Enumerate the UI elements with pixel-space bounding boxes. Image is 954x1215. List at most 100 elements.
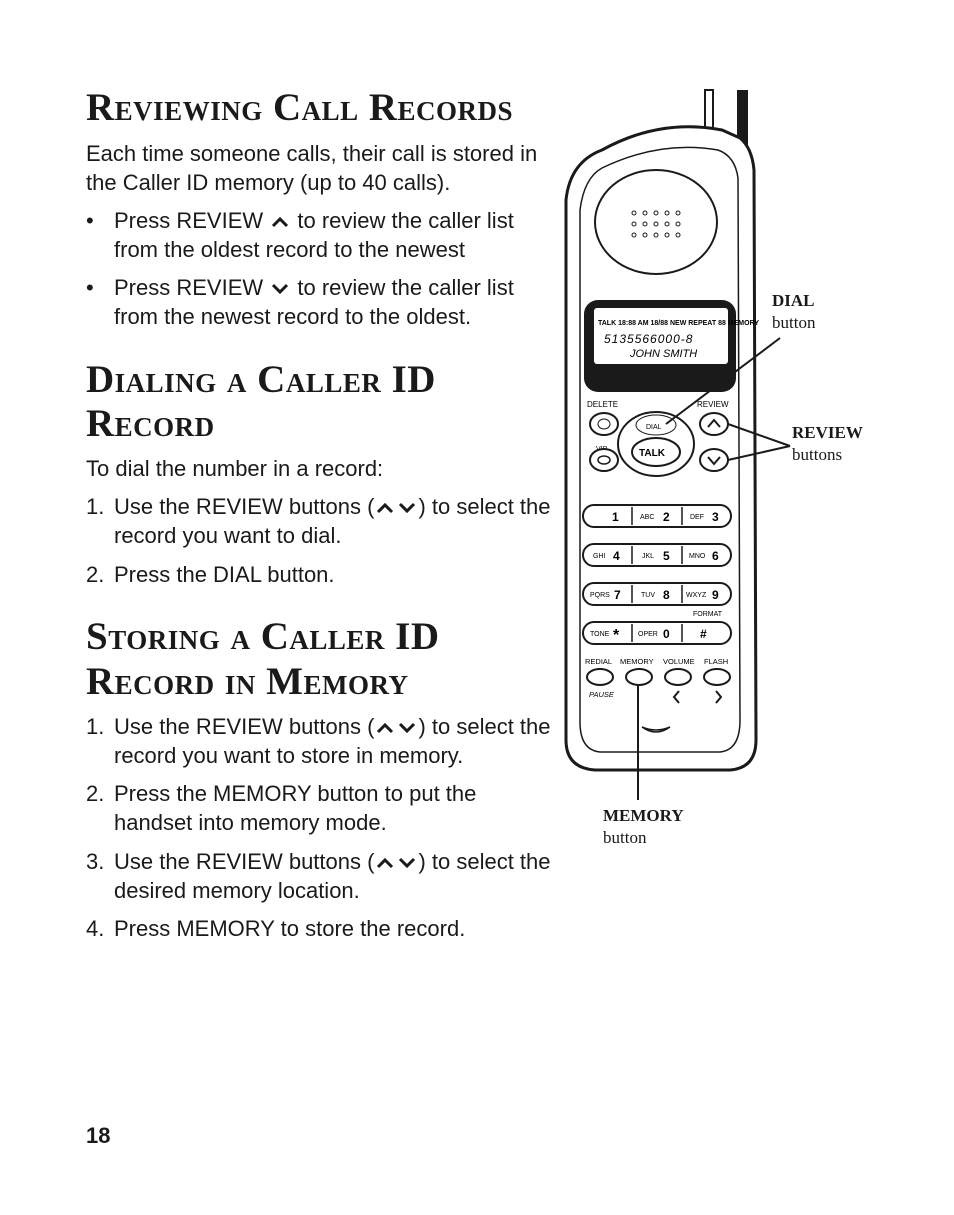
storing-step-2: 2. Press the MEMORY button to put the ha…	[86, 779, 556, 837]
review-down-icon	[272, 284, 289, 295]
review-callout-line-up	[727, 423, 791, 447]
step-number: 3.	[86, 849, 105, 874]
flash-button[interactable]	[703, 668, 731, 686]
dialing-intro: To dial the number in a record:	[86, 456, 384, 481]
key-3-letters: DEF	[690, 514, 704, 521]
store-step-1-text-a: Use the REVIEW buttons (	[114, 714, 375, 739]
review-down-icon	[399, 858, 416, 869]
heading-dialing-line-2: Record	[86, 402, 215, 445]
step-number: 1.	[86, 494, 105, 519]
keypad-row-1	[582, 504, 732, 528]
reviewing-intro: Each time someone calls, their call is s…	[86, 141, 538, 195]
keypad-row-2	[582, 543, 732, 567]
heading-reviewing-call-records: Reviewing Call Records	[86, 86, 514, 129]
bullet-2-text-a: Press REVIEW	[114, 275, 264, 300]
bullet-marker: •	[86, 275, 94, 300]
key-9[interactable]: 9	[712, 588, 719, 602]
step-number: 2.	[86, 562, 105, 587]
volume-button[interactable]	[664, 668, 692, 686]
review-callout-sub: buttons	[792, 445, 843, 464]
talk-button[interactable]	[631, 437, 681, 467]
heading-storing-line-2: Record in Memory	[86, 660, 409, 703]
key-8-letters: TUV	[641, 592, 655, 599]
bullet-1-text-a: Press REVIEW	[114, 208, 264, 233]
bullet-2-text-b: to review the caller list from the newes…	[114, 275, 514, 329]
dial-callout-title: DIAL	[772, 291, 815, 310]
memory-button[interactable]	[625, 668, 653, 686]
key-tone-label: TONE	[590, 631, 610, 638]
earpiece-holes	[631, 210, 681, 238]
dial-step-2-text: Press the DIAL button.	[114, 562, 335, 587]
dial-callout-sub: button	[772, 313, 816, 332]
memory-callout-title: MEMORY	[603, 806, 684, 825]
review-callout: REVIEW buttons	[792, 422, 863, 466]
chevron-right-icon	[715, 690, 723, 704]
key-4[interactable]: 4	[613, 549, 620, 563]
key-3[interactable]: 3	[712, 510, 719, 524]
key-5-letters: JKL	[642, 553, 654, 560]
key-2[interactable]: 2	[663, 510, 670, 524]
redial-button[interactable]	[586, 668, 614, 686]
heading-storing-line-1: Storing a Caller ID	[86, 615, 440, 658]
store-step-1-text-b: ) to select the record you want to store…	[114, 714, 551, 768]
delete-button[interactable]	[589, 412, 619, 436]
key-0[interactable]: 0	[663, 627, 670, 641]
key-6-letters: MNO	[689, 553, 706, 560]
store-step-3-text-a: Use the REVIEW buttons (	[114, 849, 375, 874]
reviewing-bullet-2: • Press REVIEW to review the caller list…	[86, 273, 556, 331]
delete-icon	[597, 418, 611, 430]
store-step-4-text: Press MEMORY to store the record.	[114, 916, 466, 941]
keypad-row-3	[582, 582, 732, 606]
dial-step-1-text-a: Use the REVIEW buttons (	[114, 494, 375, 519]
key-4-letters: GHI	[593, 553, 606, 560]
vip-button[interactable]	[589, 448, 619, 472]
talk-button-label: TALK	[639, 448, 666, 459]
review-down-icon	[399, 503, 416, 514]
lcd-status-line: TALK 18:88 AM 18/88 NEW REPEAT 88 MEMORY	[598, 320, 759, 327]
key-1[interactable]: 1	[612, 510, 619, 524]
cordless-phone-illustration: TALK 18:88 AM 18/88 NEW REPEAT 88 MEMORY…	[564, 89, 791, 775]
review-callout-title: REVIEW	[792, 423, 863, 442]
key-7-letters: PQRS	[590, 592, 610, 599]
review-down-button[interactable]	[699, 448, 729, 472]
chevron-up-icon	[707, 418, 721, 428]
reviewing-bullet-1: • Press REVIEW to review the caller list…	[86, 206, 556, 264]
key-8[interactable]: 8	[663, 588, 670, 602]
review-up-icon	[377, 723, 394, 734]
review-up-icon	[272, 217, 289, 228]
phone-inner-outline	[579, 146, 741, 753]
storing-step-1: 1. Use the REVIEW buttons () to select t…	[86, 712, 556, 770]
heading-dialing-line-1: Dialing a Caller ID	[86, 358, 436, 401]
key-6[interactable]: 6	[712, 549, 719, 563]
storing-step-3: 3. Use the REVIEW buttons () to select t…	[86, 847, 556, 905]
memory-callout-line-ext	[637, 770, 639, 800]
vip-icon	[597, 455, 611, 465]
redial-label: REDIAL	[585, 657, 612, 666]
lcd-number: 5135566000-8	[604, 332, 693, 346]
key-hash[interactable]: #	[700, 627, 707, 641]
key-star[interactable]: *	[613, 627, 620, 644]
lcd-name: JOHN SMITH	[629, 348, 697, 360]
flash-label: FLASH	[704, 657, 728, 666]
storing-step-4: 4. Press MEMORY to store the record.	[86, 914, 556, 943]
review-up-button[interactable]	[699, 412, 729, 436]
pause-label: PAUSE	[589, 690, 615, 699]
bullet-marker: •	[86, 208, 94, 233]
dialing-step-1: 1. Use the REVIEW buttons () to select t…	[86, 492, 556, 550]
volume-label: VOLUME	[663, 657, 695, 666]
key-oper-label: OPER	[638, 631, 658, 638]
page-number: 18	[86, 1123, 111, 1148]
lcd-screen	[594, 308, 728, 364]
review-down-icon	[399, 723, 416, 734]
chevron-down-icon	[707, 456, 721, 466]
store-step-3-text-b: ) to select the desired memory location.	[114, 849, 551, 903]
dial-callout-line	[665, 337, 781, 425]
key-5[interactable]: 5	[663, 549, 670, 563]
store-step-2-text: Press the MEMORY button to put the hands…	[114, 781, 477, 835]
dial-callout: DIAL button	[772, 290, 815, 334]
key-7[interactable]: 7	[614, 588, 621, 602]
dial-button[interactable]	[635, 414, 677, 436]
format-label: FORMAT	[693, 611, 723, 618]
review-callout-line-down	[727, 445, 791, 461]
chevron-left-icon	[672, 690, 680, 704]
